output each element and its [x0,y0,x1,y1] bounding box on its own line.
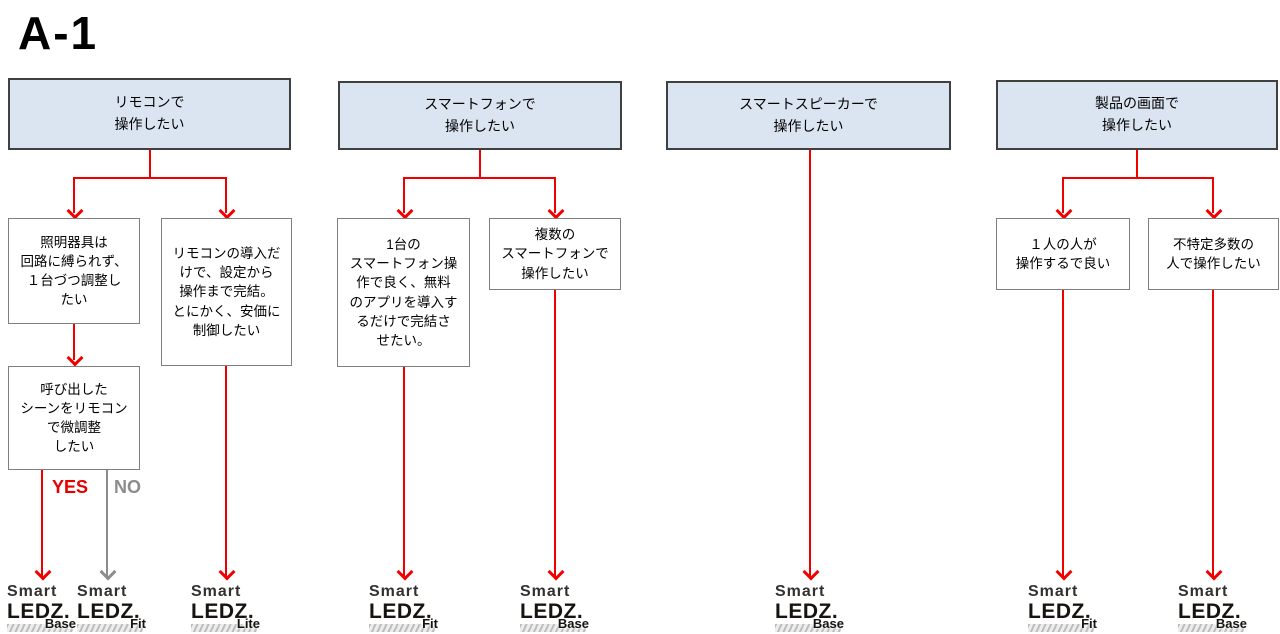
logo-brand-smart: Smart [369,583,420,600]
arrow-down-icon [34,563,52,581]
connector-line-yes [41,470,43,578]
connector-line [479,150,481,178]
connector-line [1062,290,1064,578]
logo-brand-smart: Smart [775,583,826,600]
connector-line [1136,150,1138,178]
connector-line [1212,177,1214,213]
logo-variant-bar: Fit [1028,617,1097,632]
logo-variant-bar: Fit [77,617,146,632]
logo-variant-label: Lite [236,616,260,631]
logo-brand-ledz: LEDZ. [1028,600,1092,623]
logo-smart-ledz-base: Smart LEDZ. Base [775,584,845,632]
column-header-remote: リモコンで 操作したい [8,78,291,150]
logo-smart-ledz-fit: Smart LEDZ. Fit [77,584,147,632]
connector-line [403,177,405,213]
column-header-smartphone: スマートフォンで 操作したい [338,81,622,150]
connector-line [73,324,75,360]
arrow-down-icon [802,563,820,581]
connector-line [554,290,556,578]
logo-brand-smart: Smart [1028,583,1079,600]
decision-box-circuit-free: 照明器具は 回路に縛られず、 １台づつ調整し たい [8,218,140,324]
yes-label: YES [52,477,89,497]
connector-line [1062,177,1064,213]
logo-variant-bar: Base [1178,617,1247,632]
decision-box-multiple-smartphones: 複数の スマートフォンで 操作したい [489,218,621,290]
logo-variant-label: Base [812,616,844,631]
arrow-down-icon [99,563,117,581]
column-header-product-screen: 製品の画面で 操作したい [996,80,1278,150]
connector-line [73,177,75,213]
decision-box-scene-fine-tune: 呼び出した シーンをリモコン で微調整 したい [8,366,140,470]
logo-brand-ledz: LEDZ. [77,600,141,623]
arrow-down-icon [218,202,236,220]
arrow-down-icon [547,563,565,581]
arrow-down-icon [547,202,565,220]
logo-brand-ledz: LEDZ. [369,600,433,623]
logo-variant-label: Base [1215,616,1247,631]
logo-brand-ledz: LEDZ. [775,600,839,623]
logo-brand-smart: Smart [7,583,58,600]
logo-brand-ledz: LEDZ. [7,600,71,623]
logo-brand-smart: Smart [520,583,571,600]
connector-line [403,367,405,578]
logo-brand-smart: Smart [1178,583,1229,600]
logo-brand-ledz: LEDZ. [1178,600,1242,623]
logo-smart-ledz-fit: Smart LEDZ. Fit [369,584,439,632]
logo-variant-label: Fit [130,616,146,631]
arrow-down-icon [66,349,84,367]
page-title: A-1 [18,7,99,59]
logo-variant-bar: Fit [369,617,438,632]
logo-variant-label: Base [44,616,76,631]
decision-box-remote-only: リモコンの導入だ けで、設定から 操作まで完結。 とにかく、安価に 制御したい [161,218,292,366]
logo-smart-ledz-lite: Smart LEDZ. Lite [191,584,261,632]
column-header-smart-speaker: スマートスピーカーで 操作したい [666,81,951,150]
connector-line [554,177,556,213]
connector-line-no [106,470,108,578]
logo-variant-label: Fit [422,616,438,631]
arrow-down-icon [1055,202,1073,220]
connector-line [225,366,227,578]
connector-line [1212,290,1214,578]
logo-smart-ledz-base: Smart LEDZ. Base [1178,584,1248,632]
arrow-down-icon [1055,563,1073,581]
arrow-down-icon [1205,202,1223,220]
logo-variant-label: Base [557,616,589,631]
logo-variant-label: Fit [1081,616,1097,631]
arrow-down-icon [218,563,236,581]
logo-brand-smart: Smart [77,583,128,600]
connector-line [149,150,151,178]
logo-brand-ledz: LEDZ. [520,600,584,623]
logo-brand-smart: Smart [191,583,242,600]
logo-variant-bar: Lite [191,617,260,632]
decision-box-many-operators: 不特定多数の 人で操作したい [1148,218,1279,290]
connector-line [403,177,556,179]
connector-line [1062,177,1214,179]
arrow-down-icon [66,202,84,220]
arrow-down-icon [396,202,414,220]
logo-variant-bar: Base [7,617,76,632]
decision-box-single-operator: １人の人が 操作するで良い [996,218,1130,290]
connector-line [73,177,227,179]
connector-line [225,177,227,213]
arrow-down-icon [1205,563,1223,581]
logo-smart-ledz-base: Smart LEDZ. Base [520,584,590,632]
decision-box-single-smartphone: 1台の スマートフォン操 作で良く、無料 のアプリを導入す るだけで完結さ せた… [337,218,470,367]
connector-line [809,150,811,578]
arrow-down-icon [396,563,414,581]
logo-variant-bar: Base [520,617,589,632]
logo-smart-ledz-fit: Smart LEDZ. Fit [1028,584,1098,632]
logo-brand-ledz: LEDZ. [191,600,255,623]
logo-smart-ledz-base: Smart LEDZ. Base [7,584,77,632]
logo-variant-bar: Base [775,617,844,632]
no-label: NO [114,477,141,497]
